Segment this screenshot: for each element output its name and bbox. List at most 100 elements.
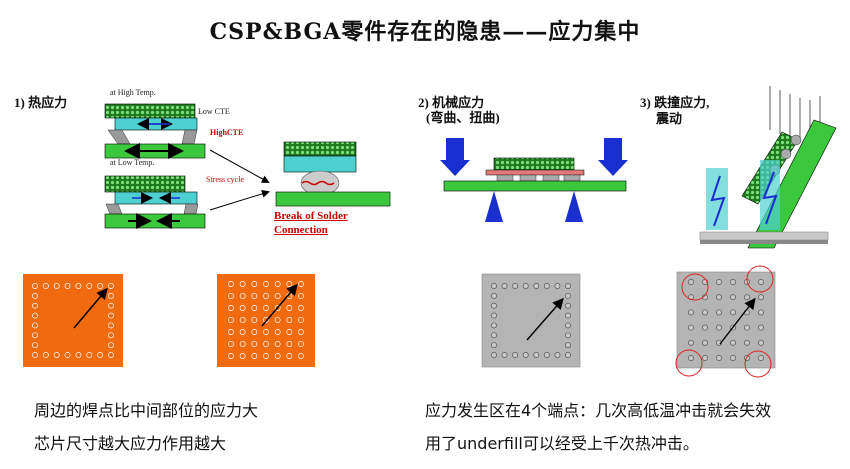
solder-ball	[522, 352, 529, 358]
stress-cycle-label: Stress cycle	[206, 175, 244, 184]
solder-ball	[239, 353, 246, 359]
solder-ball	[758, 355, 764, 361]
solder-ball	[239, 341, 246, 347]
solder-ball	[228, 305, 234, 311]
solder-ball	[274, 317, 281, 323]
solder-ball	[32, 342, 38, 349]
impact-stress-subheading: 震动	[656, 111, 683, 126]
caption-right-line2: 用了underfill可以经受上千次热冲击。	[425, 434, 699, 453]
solder-ball	[730, 279, 736, 285]
solder-ball	[501, 352, 508, 358]
solder-ball	[32, 302, 38, 309]
solder-ball	[716, 309, 722, 316]
solder-ball	[716, 355, 722, 361]
impact-stress-diagram	[699, 86, 837, 249]
corner-stress-circle	[744, 350, 772, 378]
solder-ball	[730, 355, 736, 361]
solder-ball	[565, 302, 571, 309]
solder-ball	[251, 353, 258, 359]
solder-ball	[53, 352, 60, 358]
caption-right-line1: 应力发生区在4个端点：几次高低温冲击就会失效	[425, 401, 772, 420]
mechanical-stress-subheading: (弯曲、扭曲)	[426, 110, 500, 125]
stress-direction-arrow	[261, 283, 298, 327]
solder-ball	[108, 322, 114, 329]
solder-ball	[228, 293, 234, 299]
solder-ball	[286, 341, 293, 347]
caption-left-line1: 周边的焊点比中间部位的应力大	[34, 401, 259, 420]
solder-ball	[239, 293, 246, 299]
solder-ball	[42, 283, 49, 289]
solder-ball	[565, 292, 571, 299]
solder-ball	[491, 342, 497, 349]
solder-ball	[32, 283, 38, 289]
solder-ball	[491, 302, 497, 309]
chip-gray-full-array	[676, 271, 776, 369]
solder-ball	[228, 341, 234, 347]
solder-ball	[554, 283, 561, 289]
solder-ball	[251, 293, 258, 299]
solder-ball	[251, 281, 258, 287]
solder-ball	[108, 292, 114, 299]
solder-ball	[298, 305, 304, 311]
solder-ball	[543, 352, 550, 358]
solder-ball	[32, 332, 38, 339]
low-temp-assembly	[104, 175, 206, 229]
solder-ball	[501, 283, 508, 289]
low-temp-label: at Low Temp.	[110, 158, 155, 167]
solder-ball	[108, 342, 114, 349]
solder-ball	[565, 332, 571, 339]
solder-ball	[86, 283, 93, 289]
solder-ball	[286, 353, 293, 359]
solder-ball	[274, 293, 281, 299]
solder-ball	[702, 324, 708, 331]
solder-ball	[286, 317, 293, 323]
solder-ball	[688, 355, 694, 361]
solder-ball	[298, 281, 304, 287]
solder-ball	[730, 309, 736, 316]
solder-ball	[744, 339, 750, 346]
solder-ball	[533, 352, 540, 358]
solder-ball	[565, 283, 571, 289]
solder-ball	[286, 305, 293, 311]
break-label-line1: Break of Solder	[274, 210, 348, 222]
solder-ball	[263, 281, 269, 287]
solder-ball	[491, 283, 497, 289]
solder-ball	[533, 283, 540, 289]
solder-ball	[298, 353, 304, 359]
solder-ball	[75, 352, 82, 358]
solder-ball	[228, 353, 234, 359]
stress-direction-arrow	[526, 297, 564, 341]
solder-ball	[491, 332, 497, 339]
solder-ball	[64, 352, 71, 358]
mechanical-stress-diagram	[440, 138, 628, 222]
solder-ball	[239, 329, 246, 335]
solder-ball	[32, 312, 38, 319]
mechanical-stress-heading: 2) 机械应力	[418, 95, 485, 110]
solder-ball	[97, 283, 104, 289]
solder-ball	[263, 329, 269, 335]
solder-ball	[286, 329, 293, 335]
solder-ball	[274, 281, 281, 287]
break-label-line2: Connection	[274, 224, 328, 236]
solder-ball	[228, 317, 234, 323]
solder-ball	[491, 292, 497, 299]
solder-ball	[239, 281, 246, 287]
solder-ball	[744, 324, 750, 331]
solder-ball	[758, 339, 764, 346]
solder-ball	[758, 309, 764, 316]
solder-ball	[298, 341, 304, 347]
stress-direction-arrow	[719, 297, 756, 345]
solder-ball	[42, 352, 49, 358]
solder-ball	[491, 312, 497, 319]
solder-ball	[716, 294, 722, 301]
solder-ball	[251, 305, 258, 311]
solder-ball	[263, 341, 269, 347]
solder-ball	[286, 281, 293, 287]
solder-ball	[108, 352, 114, 358]
page-title: CSP&BGA零件存在的隐患——应力集中	[209, 19, 641, 45]
solder-ball	[97, 352, 104, 358]
solder-ball	[108, 312, 114, 319]
chip-orange-perimeter	[23, 274, 123, 367]
solder-ball	[730, 339, 736, 346]
